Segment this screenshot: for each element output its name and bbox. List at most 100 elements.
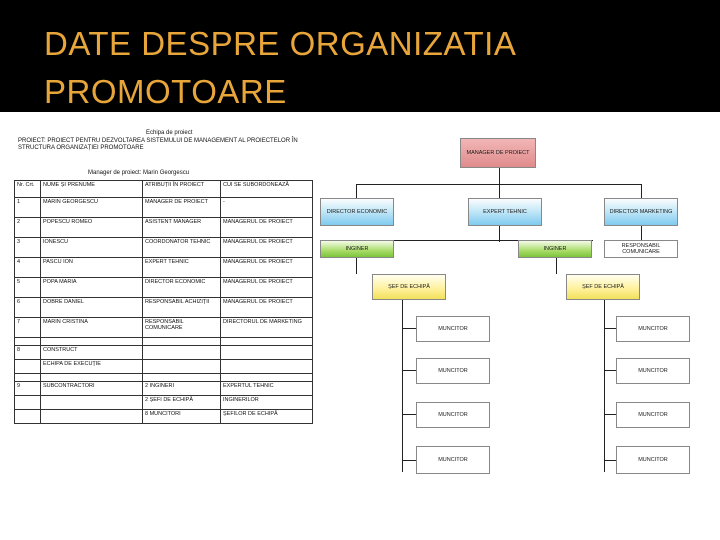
org-node-worker: MUNCITOR bbox=[616, 316, 690, 342]
org-node-communication: RESPONSABIL COMUNICARE bbox=[604, 240, 678, 258]
table-cell: MANAGERUL DE PROIECT bbox=[220, 257, 313, 278]
table-cell bbox=[142, 359, 221, 374]
table-cell: EXPERTUL TEHNIC bbox=[220, 381, 313, 396]
title-line-1: DATE DESPRE ORGANIZATIA bbox=[44, 25, 517, 62]
table-cell: EXPERT TEHNIC bbox=[142, 257, 221, 278]
connector-line bbox=[402, 414, 416, 415]
org-node-manager: MANAGER DE PROIECT bbox=[460, 138, 536, 168]
connector-line bbox=[402, 328, 416, 329]
table-cell: 3 bbox=[14, 237, 41, 258]
table-cell: MARIN CRISTINA bbox=[40, 317, 143, 338]
connector-line bbox=[499, 184, 500, 198]
connector-line bbox=[356, 184, 357, 198]
team-document: Echipa de proiect PROIECT: PROIECT PENTR… bbox=[14, 130, 313, 526]
table-cell: ȘEFILOR DE ECHIPĂ bbox=[220, 409, 313, 424]
connector-line bbox=[356, 258, 357, 274]
column-header: NUME ȘI PRENUME bbox=[40, 180, 143, 198]
table-cell: 8 MUNCITORI bbox=[142, 409, 221, 424]
table-cell bbox=[142, 337, 221, 346]
table-cell: MARIN GEORGESCU bbox=[40, 197, 143, 218]
table-row bbox=[14, 337, 313, 346]
table-cell: DOBRE DANIEL bbox=[40, 297, 143, 318]
connector-line bbox=[604, 414, 616, 415]
connector-line bbox=[604, 460, 616, 461]
table-cell bbox=[14, 373, 41, 382]
table-cell: MANAGERUL DE PROIECT bbox=[220, 217, 313, 238]
connector-line bbox=[641, 226, 642, 242]
org-node-director-economic: DIRECTOR ECONOMIC bbox=[320, 198, 394, 226]
table-cell bbox=[40, 409, 143, 424]
table-cell: COORDONATOR TEHNIC bbox=[142, 237, 221, 258]
connector-line bbox=[641, 184, 642, 198]
table-row bbox=[14, 373, 313, 382]
table-cell: 6 bbox=[14, 297, 41, 318]
connector-line bbox=[499, 168, 500, 184]
org-node-technical-expert: EXPERT TEHNIC bbox=[468, 198, 542, 226]
column-header: ATRIBUȚII ÎN PROIECT bbox=[142, 180, 221, 198]
team-table: Nr. Crt. NUME ȘI PRENUME ATRIBUȚII ÎN PR… bbox=[14, 180, 313, 424]
table-cell: 7 bbox=[14, 317, 41, 338]
table-cell: 2 ȘEFI DE ECHIPĂ bbox=[142, 395, 221, 410]
table-cell: 9 bbox=[14, 381, 41, 396]
table-cell: CONSTRUCT bbox=[40, 345, 143, 360]
table-cell bbox=[40, 337, 143, 346]
connector-line bbox=[604, 300, 605, 472]
table-cell: DIRECTOR ECONOMIC bbox=[142, 277, 221, 298]
table-cell bbox=[14, 359, 41, 374]
table-cell bbox=[40, 373, 143, 382]
document-heading: Echipa de proiect bbox=[146, 130, 193, 136]
table-cell: RESPONSABIL COMUNICARE bbox=[142, 317, 221, 338]
org-node-worker: MUNCITOR bbox=[416, 446, 490, 474]
org-node-worker: MUNCITOR bbox=[416, 316, 490, 342]
org-node-team-lead: ȘEF DE ECHIPĂ bbox=[372, 274, 446, 300]
table-cell bbox=[142, 373, 221, 382]
table-cell bbox=[142, 345, 221, 360]
table-cell: SUBCONTRACTORI bbox=[40, 381, 143, 396]
table-cell bbox=[220, 345, 313, 360]
table-cell: ECHIPA DE EXECUȚIE bbox=[40, 359, 143, 374]
column-header: CUI SE SUBORDONEAZĂ bbox=[220, 180, 313, 198]
connector-line bbox=[402, 370, 416, 371]
table-cell: INGINERILOR bbox=[220, 395, 313, 410]
org-node-worker: MUNCITOR bbox=[616, 358, 690, 384]
table-cell: RESPONSABIL ACHIZIȚII bbox=[142, 297, 221, 318]
org-node-engineer: INGINER bbox=[518, 240, 592, 258]
org-node-team-lead: ȘEF DE ECHIPĂ bbox=[566, 274, 640, 300]
connector-line bbox=[556, 258, 557, 274]
table-cell bbox=[220, 359, 313, 374]
table-cell bbox=[14, 337, 41, 346]
table-cell: 2 INGINERI bbox=[142, 381, 221, 396]
org-chart: MANAGER DE PROIECT DIRECTOR ECONOMIC EXP… bbox=[316, 132, 696, 482]
org-node-worker: MUNCITOR bbox=[616, 402, 690, 428]
table-header-row: Nr. Crt. NUME ȘI PRENUME ATRIBUȚII ÎN PR… bbox=[14, 180, 313, 198]
column-header: Nr. Crt. bbox=[14, 180, 41, 198]
connector-line bbox=[402, 460, 416, 461]
table-cell: 4 bbox=[14, 257, 41, 278]
table-cell: PASCU ION bbox=[40, 257, 143, 278]
org-node-worker: MUNCITOR bbox=[616, 446, 690, 474]
table-cell: IONESCU bbox=[40, 237, 143, 258]
table-cell: 8 bbox=[14, 345, 41, 360]
connector-line bbox=[499, 226, 500, 242]
table-cell: MANAGERUL DE PROIECT bbox=[220, 277, 313, 298]
table-cell: DIRECTORUL DE MARKETING bbox=[220, 317, 313, 338]
org-node-engineer: INGINER bbox=[320, 240, 394, 258]
connector-line bbox=[391, 240, 593, 241]
connector-line bbox=[604, 328, 616, 329]
table-cell: 2 bbox=[14, 217, 41, 238]
table-cell: 5 bbox=[14, 277, 41, 298]
table-row: ECHIPA DE EXECUȚIE bbox=[14, 359, 313, 374]
connector-line bbox=[604, 370, 616, 371]
org-node-worker: MUNCITOR bbox=[416, 402, 490, 428]
slide-content: Echipa de proiect PROIECT: PROIECT PENTR… bbox=[0, 112, 720, 540]
